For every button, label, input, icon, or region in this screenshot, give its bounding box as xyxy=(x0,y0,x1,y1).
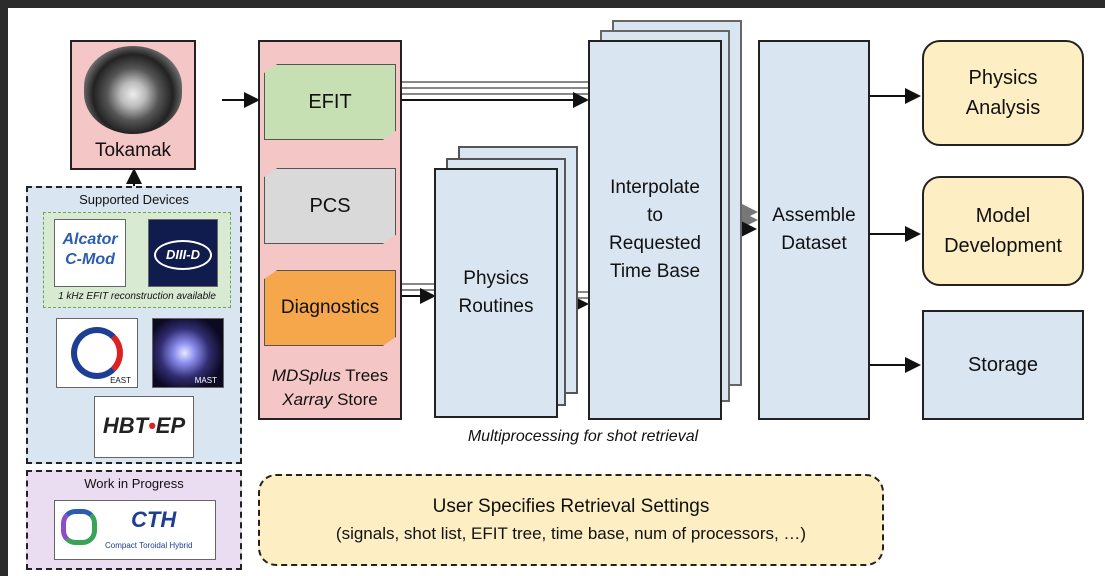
pcs-source-label: PCS xyxy=(309,195,351,217)
assemble-line-1: Assemble xyxy=(772,205,856,226)
model-development-line-2: Development xyxy=(944,235,1062,257)
physics-routines-label-1: Physics xyxy=(463,268,529,289)
interpolate-box: Interpolate to Requested Time Base xyxy=(588,40,722,420)
cth-logo-subtitle: Compact Toroidal Hybrid xyxy=(105,541,193,550)
multiprocessing-caption: Multiprocessing for shot retrieval xyxy=(467,428,699,445)
tokamak-box: Tokamak xyxy=(70,40,196,170)
sources-footer: MDSplus Trees Xarray Store xyxy=(260,364,400,412)
interpolate-line-3: Requested xyxy=(609,233,701,254)
interpolate-line-1: Interpolate xyxy=(610,177,700,198)
logo-mast: MAST xyxy=(152,318,224,388)
tokamak-label: Tokamak xyxy=(94,140,172,161)
work-in-progress-panel: Work in Progress CTH Compact Toroidal Hy… xyxy=(26,470,242,570)
work-in-progress-title: Work in Progress xyxy=(84,476,184,491)
physics-routines-label-2: Routines xyxy=(458,296,534,317)
efit-note: 1 kHz EFIT reconstruction available xyxy=(58,291,216,302)
model-development-box: Model Development xyxy=(922,176,1084,286)
logo-east: EAST xyxy=(56,318,138,388)
tokamak-photo xyxy=(84,46,182,134)
physics-analysis-box: Physics Analysis xyxy=(922,40,1084,146)
physics-routines-box: Physics Routines xyxy=(434,168,558,418)
user-settings-box: User Specifies Retrieval Settings (signa… xyxy=(258,474,884,566)
interpolate-line-4: Time Base xyxy=(609,261,701,282)
physics-analysis-line-2: Analysis xyxy=(965,97,1041,119)
cth-emblem-icon xyxy=(61,509,97,545)
assemble-dataset-box: Assemble Dataset xyxy=(758,40,870,420)
pcs-source: PCS xyxy=(264,168,396,244)
assemble-line-2: Dataset xyxy=(781,233,847,254)
logo-diii-d: DIII-D xyxy=(148,219,218,287)
user-settings-title: User Specifies Retrieval Settings xyxy=(432,496,710,517)
logo-cth: CTH Compact Toroidal Hybrid xyxy=(54,500,216,560)
mdsplus-label: MDSplus xyxy=(271,366,341,385)
store-label: Store xyxy=(332,390,378,409)
storage-box: Storage xyxy=(922,310,1084,420)
logo-hbt-ep: HBT•EP xyxy=(94,396,194,458)
interpolate-line-2: to xyxy=(647,205,663,226)
physics-analysis-line-1: Physics xyxy=(968,67,1038,89)
cth-logo-text: CTH xyxy=(131,507,177,532)
model-development-line-1: Model xyxy=(975,205,1031,227)
supported-devices-title: Supported Devices xyxy=(79,192,189,207)
data-sources-panel: EFIT PCS Diagnostics MDSplus Trees Xarra… xyxy=(258,40,402,420)
efit-source-label: EFIT xyxy=(308,91,352,113)
efit-source: EFIT xyxy=(264,64,396,140)
user-settings-detail: (signals, shot list, EFIT tree, time bas… xyxy=(335,524,807,543)
trees-label: Trees xyxy=(340,366,389,385)
xarray-label: Xarray xyxy=(282,390,333,409)
diagnostics-source-label: Diagnostics xyxy=(280,297,380,318)
storage-label: Storage xyxy=(967,354,1039,376)
diagnostics-source: Diagnostics xyxy=(264,270,396,346)
